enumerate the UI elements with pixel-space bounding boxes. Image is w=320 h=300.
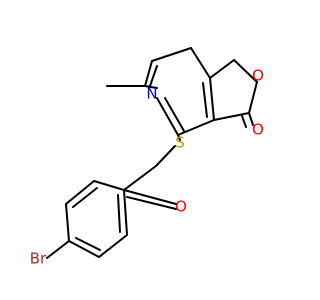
atom-sulfur: S — [175, 134, 185, 152]
bond-ar6-double — [117, 194, 121, 233]
atom-bromine: Br — [30, 250, 47, 268]
bond-ar5 — [98, 234, 128, 258]
bond-c6-n — [144, 85, 158, 89]
bond-c7a-c7 — [190, 47, 211, 79]
bond-c7-c6-double — [149, 65, 158, 87]
bond-ch2-o — [233, 59, 258, 83]
bond-c7-c6 — [144, 60, 153, 87]
bond-c4-s — [177, 134, 181, 141]
bond-c7-c7a — [151, 47, 192, 62]
bond-ar1 — [93, 180, 125, 191]
atom-labels: N O O S O Br — [30, 67, 264, 268]
bond-o-c1 — [248, 81, 258, 114]
bond-c4-c3a — [177, 119, 215, 136]
bond-ar4 — [68, 240, 100, 258]
bond-c3a-c7a-double — [202, 82, 208, 118]
atom-carbonyl-oxygen-ketone: O — [175, 198, 187, 216]
bond-c1-c3a — [213, 112, 250, 121]
bonds — [46, 47, 258, 259]
bond-ar-br — [46, 240, 70, 259]
bond-ar2-double — [72, 187, 98, 208]
bond-n-c4-double — [164, 97, 185, 132]
bond-c1-o-double-b — [241, 115, 247, 128]
bond-ar2 — [65, 180, 95, 205]
bond-c3a-c7a — [209, 77, 215, 121]
atom-nitrogen: N — [146, 85, 157, 103]
bond-ar3 — [65, 203, 70, 242]
bond-c1-o-double-a — [248, 112, 254, 126]
bond-c7a-ch2 — [209, 59, 235, 79]
bond-ar4-double — [75, 237, 101, 251]
molecule-canvas: N O O S O Br — [29, 47, 264, 268]
bond-ar6 — [123, 189, 128, 236]
bond-s-ch2 — [155, 145, 176, 167]
molecule-structure: N O O S O Br — [30, 47, 264, 268]
bond-ch2-carbonyl — [123, 165, 157, 191]
atom-carbonyl-oxygen-lactone: O — [252, 121, 264, 139]
bond-ketone-double-b — [126, 196, 177, 210]
bond-ketone-double-a — [123, 189, 177, 205]
atom-ring-oxygen: O — [252, 67, 264, 85]
bond-n-c4 — [156, 97, 179, 136]
